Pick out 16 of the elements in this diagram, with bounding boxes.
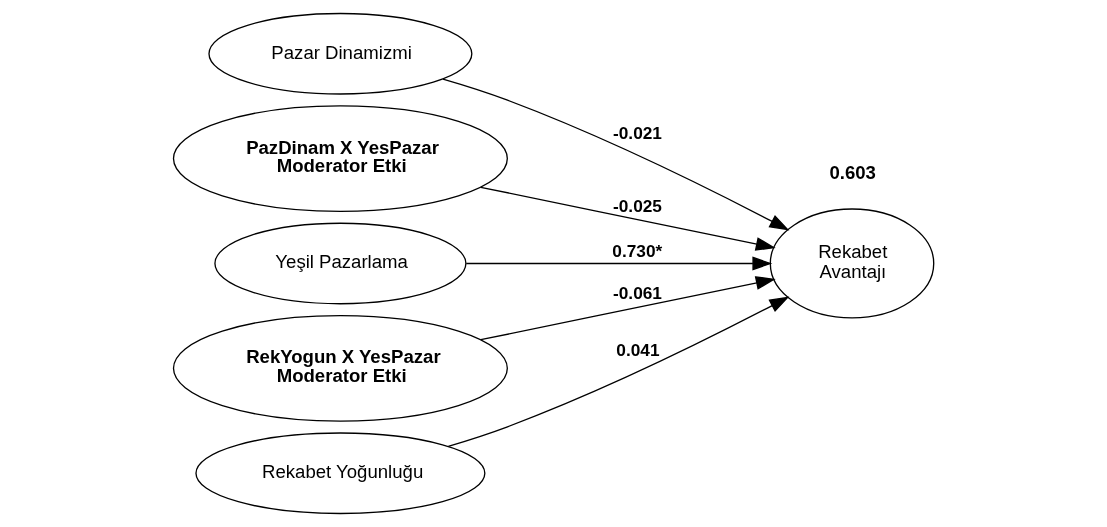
- arrow: [480, 276, 776, 341]
- node-ellipse: Rekabet Yoğunluğu: [195, 432, 486, 515]
- node-ellipse: Pazar Dinamizmi: [208, 12, 473, 95]
- edge-label: -0.021: [613, 123, 662, 144]
- arrow: [465, 256, 773, 271]
- node-ellipse: Yeşil Pazarlama: [214, 222, 467, 305]
- node-label: 0.603: [829, 162, 876, 184]
- edge-label: 0.041: [616, 339, 660, 360]
- arrow: [447, 296, 790, 447]
- edge-label: -0.025: [613, 196, 662, 217]
- edge-label: -0.061: [613, 282, 662, 303]
- arrow: [442, 78, 790, 231]
- node-ellipse: RekYogun X YesPazar Moderator Etki: [172, 315, 508, 422]
- edge-label: 0.730*: [612, 241, 663, 262]
- node-ellipse: PazDinam X YesPazar Moderator Etki: [172, 105, 508, 212]
- arrow: [480, 186, 776, 251]
